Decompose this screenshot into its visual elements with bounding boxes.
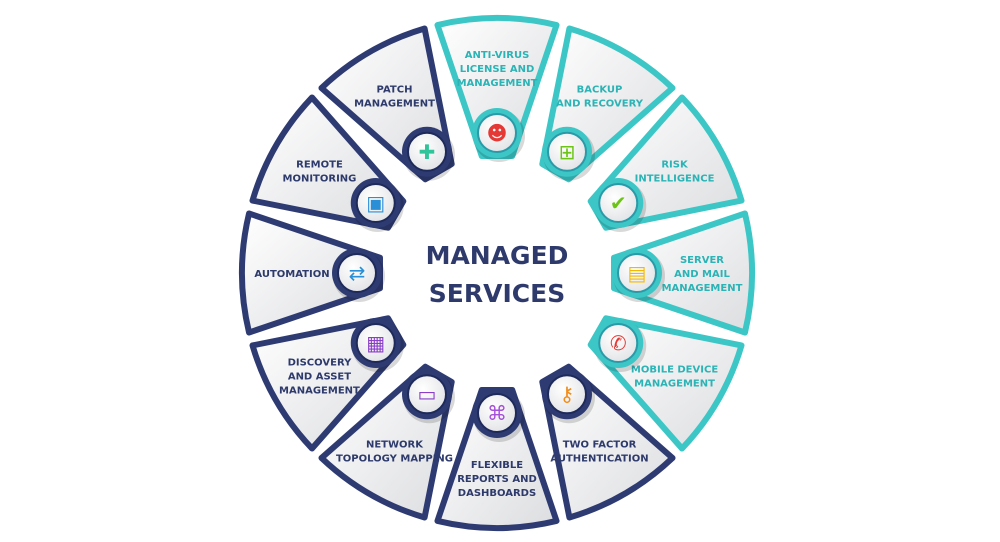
segment-label: FLEXIBLE <box>471 460 523 471</box>
svg-text:▭: ▭ <box>418 382 437 406</box>
monitor-plus-icon: ⊞ <box>542 126 595 181</box>
segment-server-and-mail-management: SERVER AND MAIL MANAGEMENT <box>611 210 755 336</box>
segment-label: REPORTS AND <box>457 474 537 485</box>
segment-anti-virus-license-and-management: ANTI-VIRUS LICENSE AND MANAGEMENT <box>434 15 560 159</box>
svg-text:✔: ✔ <box>610 191 627 215</box>
segment-shape <box>434 387 560 531</box>
segment-label: AND MAIL <box>674 269 730 280</box>
segment-label: DISCOVERY <box>288 358 353 369</box>
hierarchy-icon: ⌘ <box>472 388 525 442</box>
segment-label: BACKUP <box>577 84 623 95</box>
segment-label: TWO FACTOR <box>563 440 637 451</box>
segment-automation: AUTOMATION <box>239 210 383 336</box>
segment-label: MONITORING <box>283 174 357 185</box>
segment-label: MANAGEMENT <box>354 98 435 109</box>
segment-label: MANAGEMENT <box>662 283 743 294</box>
svg-text:✚: ✚ <box>419 140 436 164</box>
segment-label: LICENSE AND <box>460 64 535 75</box>
segment-label: REMOTE <box>296 160 343 171</box>
segment-label: MANAGEMENT <box>634 379 715 390</box>
server-monitor-icon: ▤ <box>612 248 665 302</box>
svg-text:☻: ☻ <box>487 121 508 145</box>
svg-text:⌘: ⌘ <box>487 401 507 425</box>
center-title-line1: MANAGED <box>426 241 569 270</box>
segment-label: NETWORK <box>366 440 424 451</box>
segment-label: AND RECOVERY <box>556 98 644 109</box>
support-agent-icon: ☻ <box>472 108 525 162</box>
segment-label: DASHBOARDS <box>458 488 536 499</box>
document-icon: ▦ <box>350 318 404 372</box>
svg-text:▦: ▦ <box>366 331 385 355</box>
segment-label: AUTHENTICATION <box>550 454 648 465</box>
router-icon: ▭ <box>402 369 455 424</box>
segment-label: MANAGEMENT <box>457 78 538 89</box>
segment-label: ANTI-VIRUS <box>465 50 530 61</box>
segment-shape <box>239 210 383 336</box>
segment-label: RISK <box>661 160 689 171</box>
svg-text:✆: ✆ <box>610 331 627 355</box>
segment-shape <box>611 210 755 336</box>
phone-alert-icon: ✆ <box>593 318 647 372</box>
svg-text:▤: ▤ <box>628 261 647 285</box>
svg-text:⊞: ⊞ <box>559 140 576 164</box>
bandage-icon: ✚ <box>402 126 455 181</box>
segment-label: SERVER <box>680 255 724 266</box>
segment-label: TOPOLOGY MAPPING <box>336 454 453 465</box>
svg-text:⇄: ⇄ <box>349 261 366 285</box>
segment-shape <box>434 15 560 159</box>
segment-label: AND ASSET <box>288 372 351 383</box>
segment-flexible-reports-and-dashboards: FLEXIBLE REPORTS AND DASHBOARDS <box>434 387 560 531</box>
segment-label: AUTOMATION <box>254 269 329 280</box>
key-icon: ⚷ <box>542 369 595 424</box>
segment-label: MANAGEMENT <box>279 386 360 397</box>
monitor-chart-icon: ▣ <box>350 178 404 232</box>
segment-label: MOBILE DEVICE <box>631 365 718 376</box>
shield-check-icon: ✔ <box>593 178 647 232</box>
center-title-line2: SERVICES <box>429 279 565 308</box>
sync-servers-icon: ⇄ <box>332 248 385 302</box>
svg-text:▣: ▣ <box>366 191 385 215</box>
svg-text:⚷: ⚷ <box>560 382 575 406</box>
segment-label: PATCH <box>377 84 413 95</box>
segment-label: INTELLIGENCE <box>635 174 715 185</box>
